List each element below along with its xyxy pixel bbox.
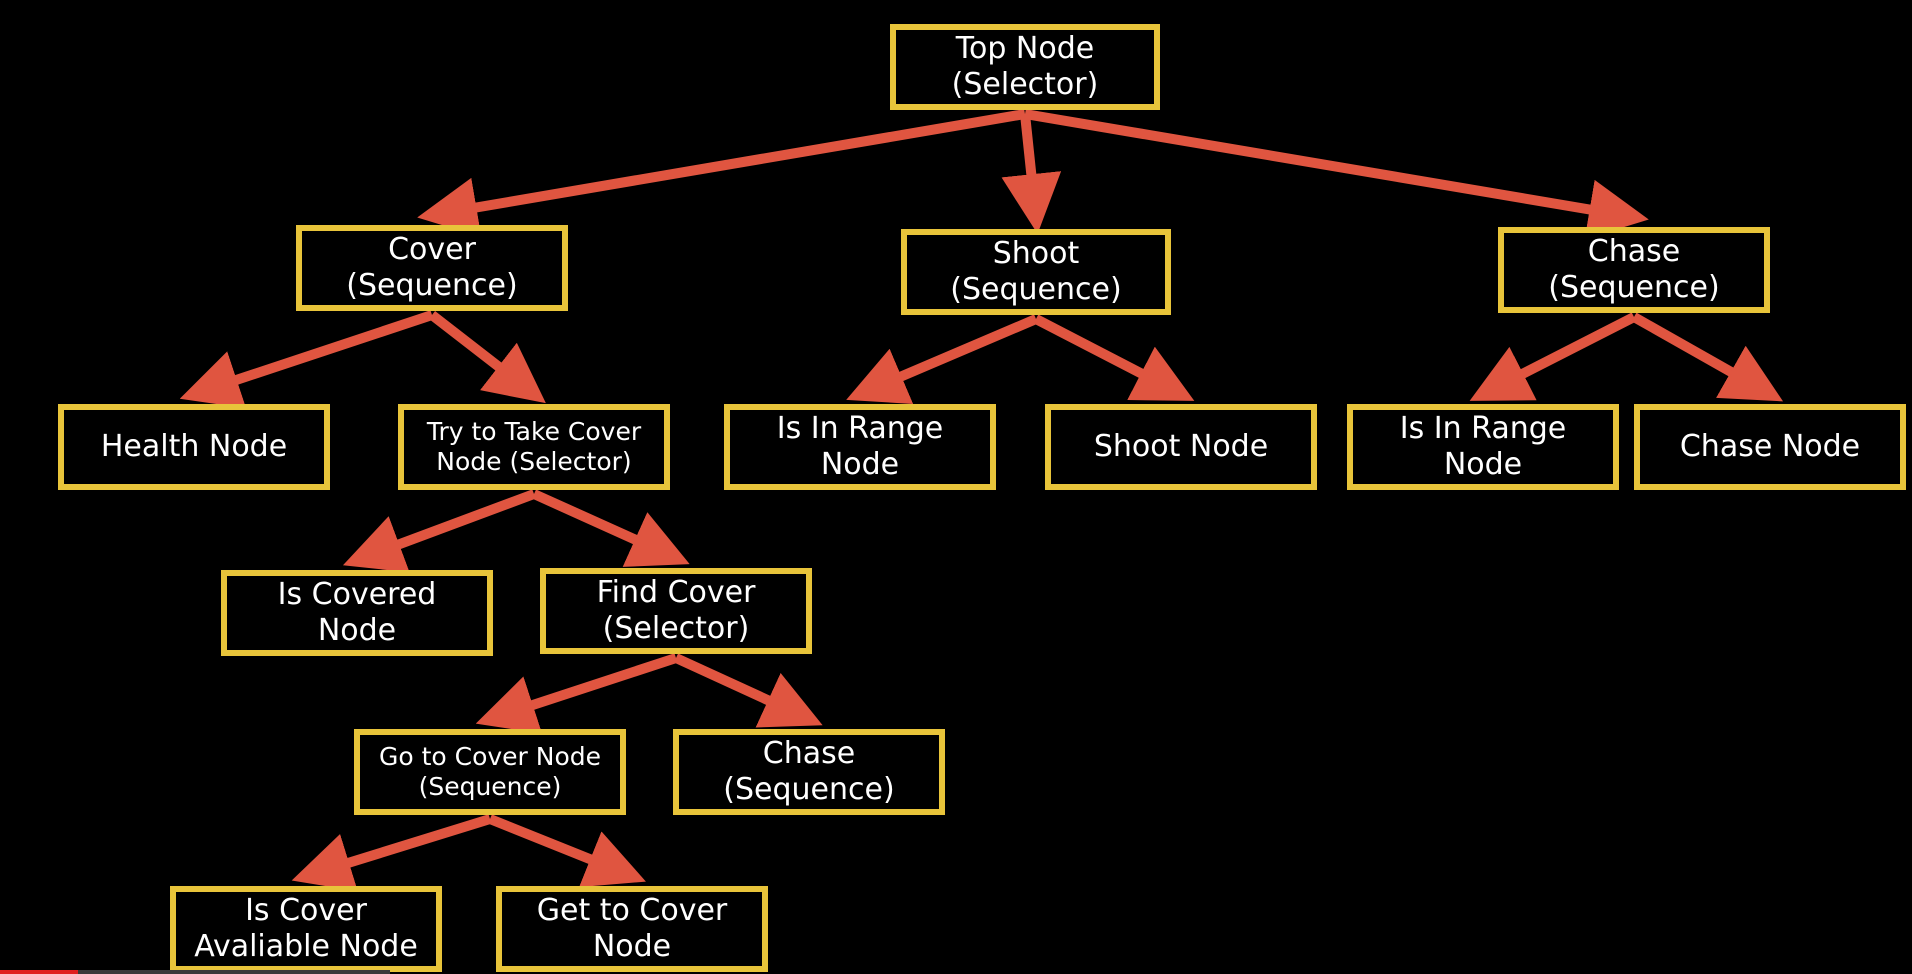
node-shoot: Shoot Node — [1045, 404, 1317, 490]
arrow-shoot-to-shoot_node — [1033, 314, 1195, 401]
node-try-take-cover-selector: Try to Take Cover Node (Selector) — [398, 404, 670, 490]
node-is-in-range-shoot: Is In Range Node — [724, 404, 996, 490]
arrow-chase-to-range2 — [1469, 312, 1637, 401]
arrow-cover-to-health — [179, 310, 434, 409]
arrow-go_cover-to-cover_available — [291, 814, 492, 892]
node-chase-sequence: Chase (Sequence) — [1498, 227, 1770, 313]
arrow-top-to-chase — [1024, 109, 1649, 240]
node-health: Health Node — [58, 404, 330, 490]
node-shoot-sequence: Shoot (Sequence) — [901, 229, 1171, 315]
node-find-cover-selector: Find Cover (Selector) — [540, 568, 812, 654]
node-chase-sequence-cover: Chase (Sequence) — [673, 729, 945, 815]
node-is-covered: Is Covered Node — [221, 570, 493, 656]
node-top-selector: Top Node (Selector) — [890, 24, 1160, 110]
node-cover-sequence: Cover (Sequence) — [296, 225, 568, 311]
node-is-cover-available: Is Cover Avaliable Node — [170, 886, 442, 972]
arrow-chase-to-chase_node — [1631, 312, 1784, 402]
arrow-find_cover-to-go_cover — [475, 653, 678, 734]
arrow-cover-to-try_cover — [428, 311, 546, 404]
arrow-go_cover-to-get_cover — [488, 814, 646, 888]
node-chase: Chase Node — [1634, 404, 1906, 490]
video-progress-bar[interactable] — [0, 970, 390, 974]
video-progress-fill — [0, 970, 78, 974]
arrow-top-to-cover — [417, 109, 1026, 238]
arrow-top-to-shoot — [1001, 113, 1062, 234]
arrow-shoot-to-range1 — [846, 314, 1038, 404]
arrow-find_cover-to-chase_seq — [673, 653, 823, 728]
node-is-in-range-chase: Is In Range Node — [1347, 404, 1619, 490]
arrow-try_cover-to-is_covered — [342, 489, 536, 573]
arrow-try_cover-to-find_cover — [531, 489, 690, 567]
node-get-to-cover: Get to Cover Node — [496, 886, 768, 972]
node-go-to-cover-sequence: Go to Cover Node (Sequence) — [354, 729, 626, 815]
